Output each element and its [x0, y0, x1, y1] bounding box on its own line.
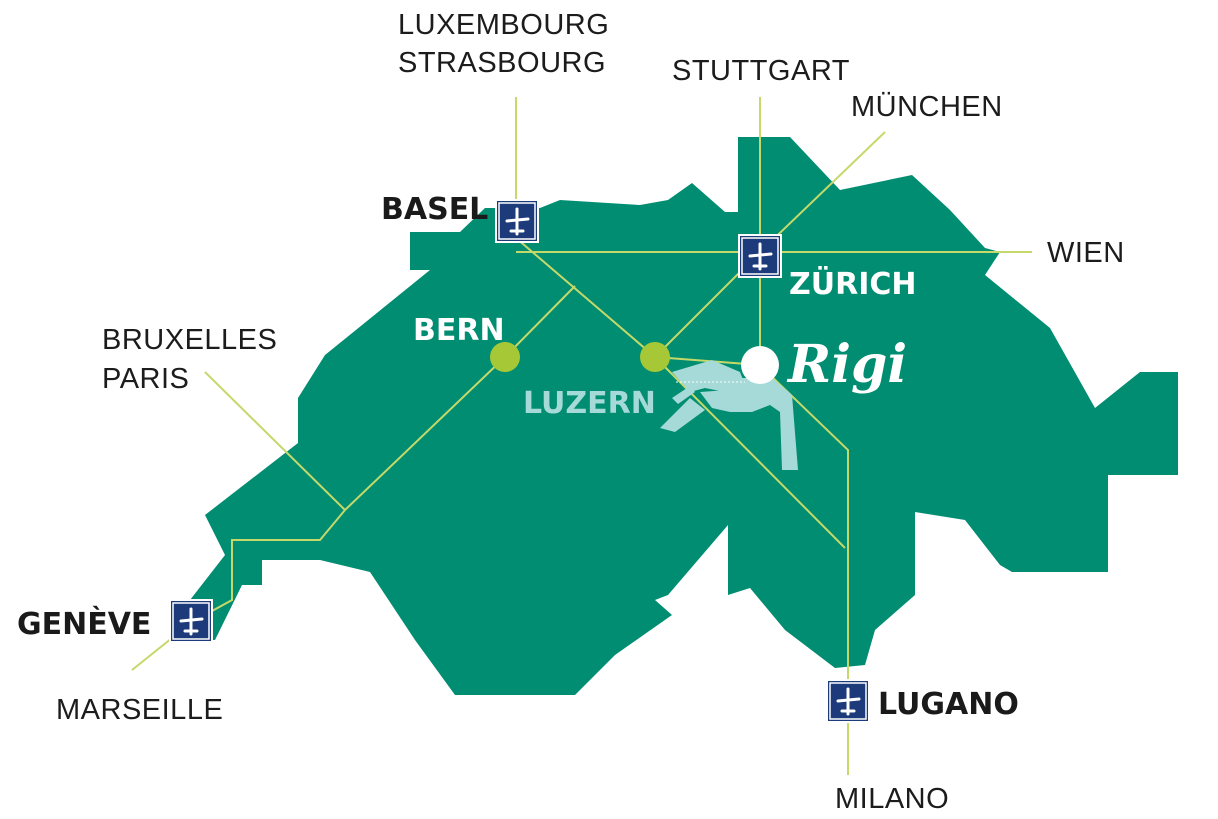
- basel-label: BASEL: [381, 192, 488, 227]
- airplane-icon[interactable]: [738, 234, 782, 278]
- muenchen-label: MÜNCHEN: [851, 91, 1003, 123]
- luzern-marker[interactable]: [640, 342, 670, 372]
- lake-lucerne: [660, 360, 798, 470]
- rigi-label: Rigi: [786, 334, 907, 395]
- bruxelles-label: BRUXELLES: [102, 324, 277, 356]
- wien-label: WIEN: [1047, 237, 1125, 269]
- bern-marker[interactable]: [490, 342, 520, 372]
- strasbourg-label: STRASBOURG: [398, 47, 606, 79]
- lugano-label: LUGANO: [878, 687, 1019, 722]
- airplane-icon[interactable]: [169, 599, 213, 643]
- luzern-label: LUZERN: [523, 386, 656, 421]
- paris-label: PARIS: [102, 363, 189, 395]
- stuttgart-label: STUTTGART: [672, 55, 850, 87]
- luxembourg-label: LUXEMBOURG: [398, 9, 609, 41]
- marseille-label: MARSEILLE: [56, 694, 223, 726]
- milano-label: MILANO: [835, 783, 949, 815]
- rigi-marker[interactable]: [741, 346, 779, 384]
- geneve-label: GENÈVE: [17, 606, 151, 642]
- airplane-icon[interactable]: [495, 199, 539, 243]
- bern-label: BERN: [413, 313, 505, 348]
- airplane-icon[interactable]: [826, 679, 870, 723]
- zuerich-label: ZÜRICH: [789, 265, 917, 302]
